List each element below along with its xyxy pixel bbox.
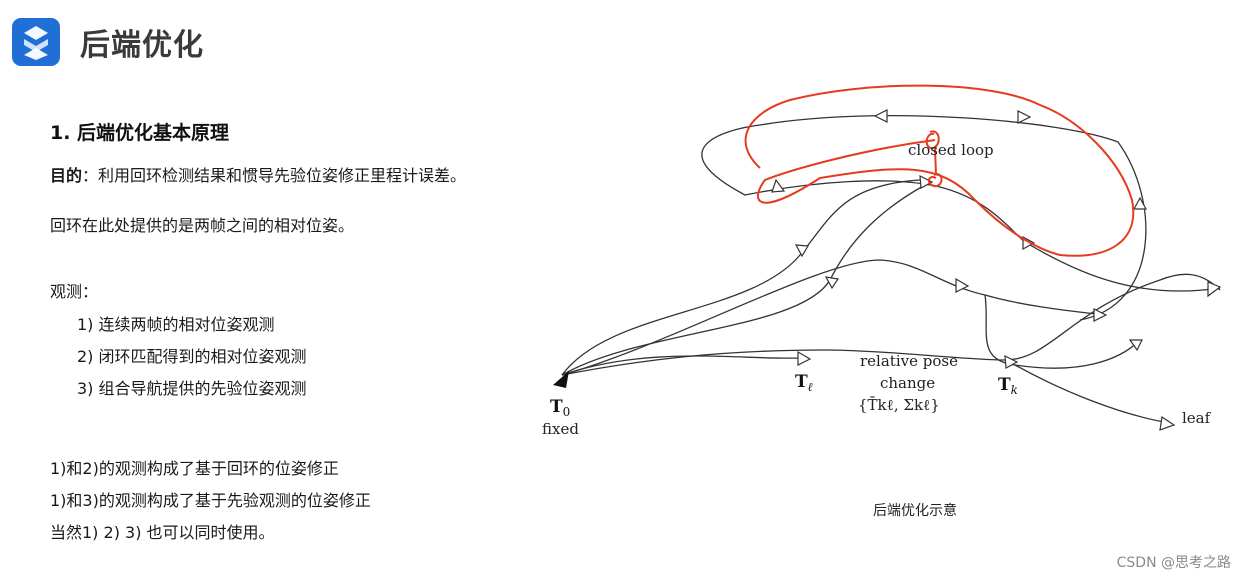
arrowhead [1017, 110, 1032, 124]
arrowhead [873, 109, 888, 123]
edge-t0-bottom [561, 355, 801, 376]
observation-item: 1) 连续两帧的相对位姿观测 [77, 315, 275, 334]
arrowhead [794, 244, 810, 258]
s-brand-logo-icon [24, 26, 48, 60]
purpose-label: 目的 [50, 166, 83, 185]
pose-graph-diagram: closed loop T0 fixed Tℓ Tk relative pose… [520, 60, 1240, 460]
purpose-line: 目的：利用回环检测结果和惯导先验位姿修正里程计误差。 [50, 162, 466, 186]
annotation-scribble [928, 173, 943, 188]
annotation-scribble [934, 147, 937, 176]
conclusion-line: 1)和2)的观测构成了基于回环的位姿修正 [50, 459, 339, 478]
arrowhead [1004, 354, 1019, 369]
arrowhead [955, 277, 970, 293]
edge-t0-mid-upper [561, 184, 926, 376]
arrowhead [1132, 196, 1148, 210]
annotation-scribble [925, 130, 940, 150]
leaf-label: leaf [1182, 409, 1212, 427]
observation-item: 3) 组合导航提供的先验位姿观测 [77, 379, 307, 398]
brand-logo [12, 18, 60, 66]
watermark: CSDN @思考之路 [1116, 555, 1231, 571]
section-title: 1. 后端优化基本原理 [50, 122, 230, 144]
tk-label: Tk [998, 375, 1018, 397]
purpose-text: ：利用回环检测结果和惯导先验位姿修正里程计误差。 [82, 166, 467, 185]
relative-pose-label: relative pose [860, 352, 958, 370]
slide-title: 后端优化 [80, 28, 204, 63]
arrowhead [797, 350, 812, 366]
diagram-caption: 后端优化示意 [873, 503, 957, 519]
loop-note: 回环在此处提供的是两帧之间的相对位姿。 [50, 216, 355, 235]
closed-loop-annotation [744, 84, 1135, 257]
observation-item: 2) 闭环匹配得到的相对位姿观测 [77, 347, 307, 366]
change-label: change [880, 374, 935, 392]
edge-arrowheads [771, 109, 1222, 431]
arrowhead [824, 276, 840, 290]
fixed-anchor-icon [553, 371, 569, 388]
annotation-loop-stroke [744, 84, 1135, 257]
arrowhead [919, 174, 934, 189]
fixed-label: fixed [542, 420, 579, 438]
arrowhead [1093, 308, 1108, 322]
arrowhead [1159, 415, 1176, 431]
closed-loop-label: closed loop [908, 141, 994, 159]
arrowhead [1128, 339, 1143, 352]
edge-t0-upper [561, 179, 921, 376]
conclusion-line: 1)和3)的观测构成了基于先验观测的位姿修正 [50, 491, 371, 510]
edge-leaf [1014, 364, 1171, 424]
tl-label: Tℓ [795, 372, 813, 394]
arrowhead [1207, 281, 1222, 298]
t0-label: T0 [550, 397, 570, 419]
arrowhead [771, 178, 786, 193]
observation-label: 观测： [50, 282, 99, 301]
relative-pose-formula: {T̄kℓ, Σkℓ} [858, 396, 940, 414]
edge-upper-right [1024, 241, 1221, 292]
pose-graph-svg: closed loop T0 fixed Tℓ Tk relative pose… [542, 84, 1222, 438]
conclusion-line: 当然1) 2) 3) 也可以同时使用。 [50, 523, 275, 542]
edge-t0-mid [561, 259, 1106, 376]
